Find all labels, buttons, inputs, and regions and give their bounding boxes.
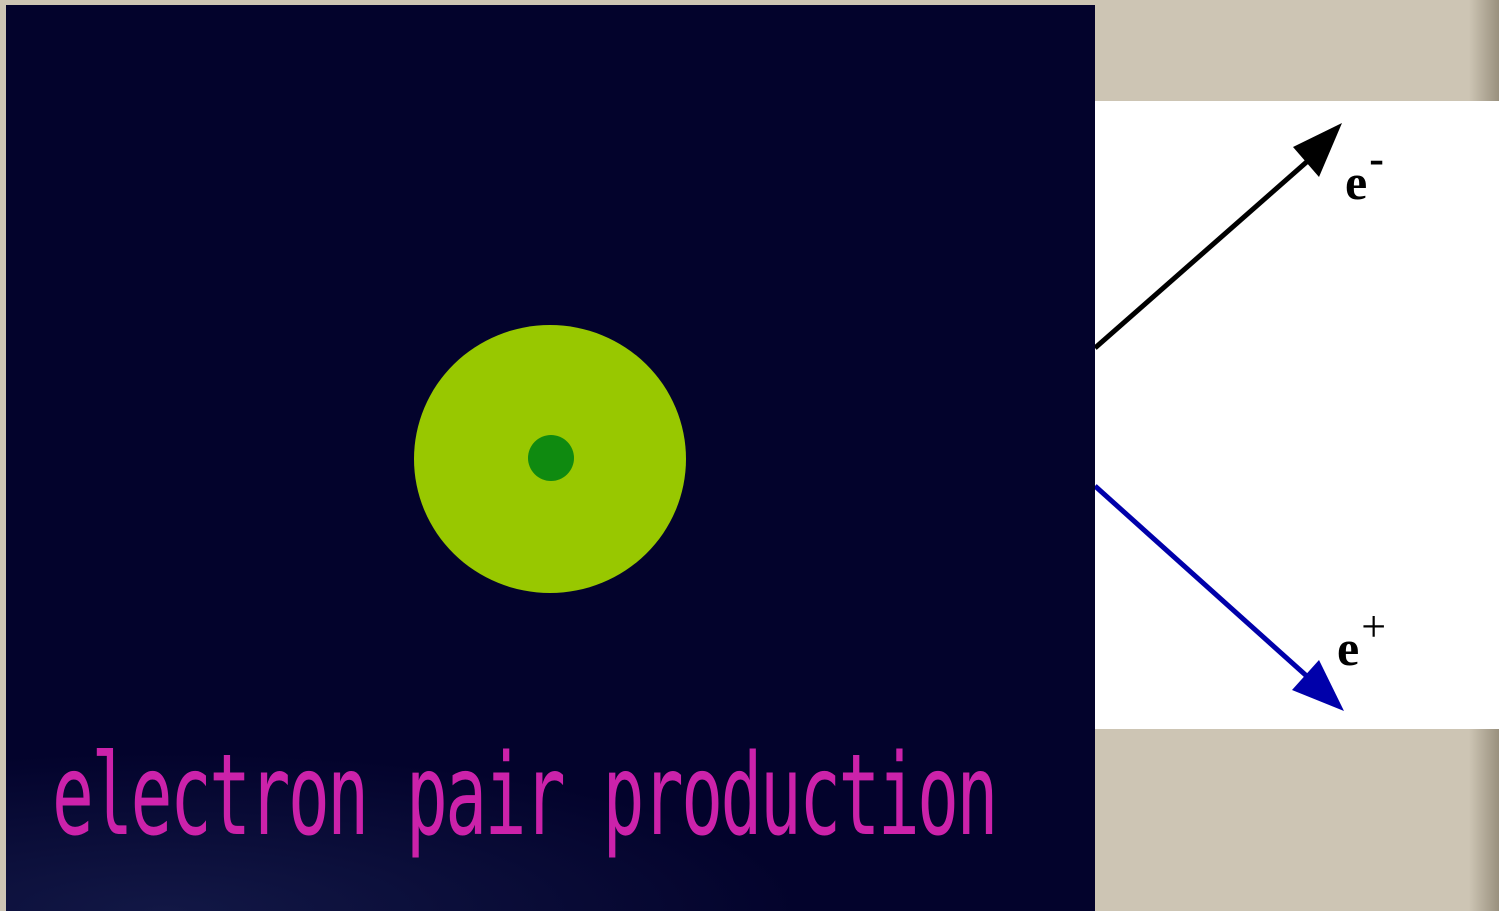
atom-nucleus bbox=[528, 435, 574, 481]
particle-arrows bbox=[1095, 101, 1499, 729]
electron-label: e- bbox=[1345, 157, 1382, 207]
electron-symbol: e bbox=[1345, 154, 1367, 210]
animation-caption: electron pair production bbox=[52, 740, 996, 852]
positron-arrow bbox=[1095, 486, 1310, 679]
electron-arrow bbox=[1095, 159, 1310, 348]
positron-symbol: e bbox=[1337, 620, 1359, 676]
electron-charge: - bbox=[1369, 134, 1384, 183]
positron-charge: + bbox=[1361, 602, 1386, 651]
pair-production-diagram: e- e+ bbox=[1095, 101, 1499, 729]
positron-label: e+ bbox=[1337, 623, 1384, 673]
pair-production-animation: electron pair production bbox=[6, 5, 1095, 911]
